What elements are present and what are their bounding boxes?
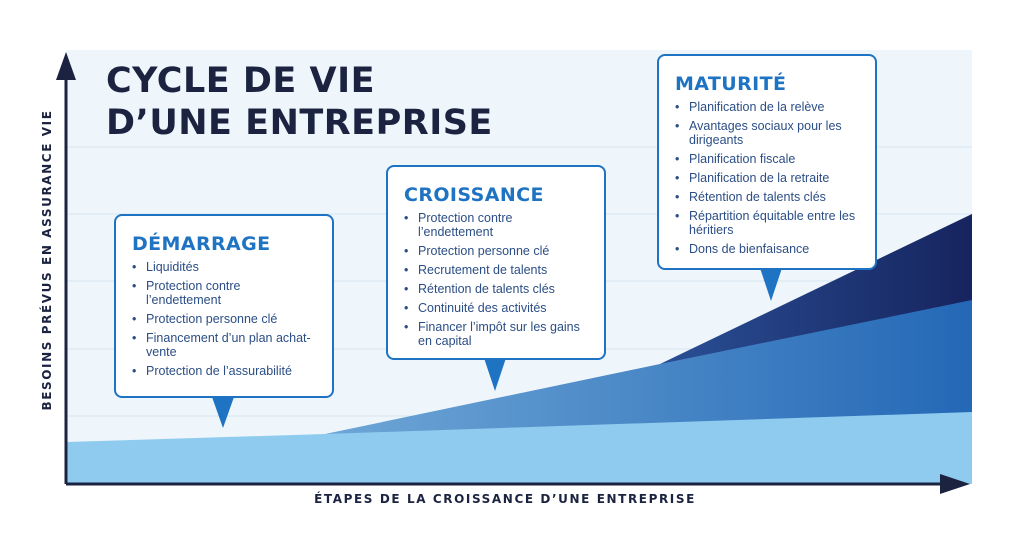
stage-card-demarrage: DÉMARRAGE Liquidités Protection contre l… — [114, 214, 334, 398]
list-item: Financer l’impôt sur les gains en capita… — [404, 320, 590, 348]
title-line-2: D’UNE ENTREPRISE — [106, 103, 493, 143]
callout-pointer-croissance — [484, 358, 506, 391]
stage-card-croissance: CROISSANCE Protection contre l’endetteme… — [386, 165, 606, 360]
list-item: Avantages sociaux pour les dirigeants — [675, 119, 861, 147]
stage-needs-list: Planification de la relève Avantages soc… — [675, 100, 861, 256]
growth-area-light — [66, 412, 972, 484]
list-item: Protection contre l’endettement — [132, 279, 318, 307]
stage-needs-list: Liquidités Protection contre l’endetteme… — [132, 260, 318, 378]
list-item: Protection de l’assurabilité — [132, 364, 318, 378]
y-axis-arrow-icon — [56, 52, 76, 80]
stage-needs-list: Protection contre l’endettement Protecti… — [404, 211, 590, 348]
x-axis-arrow-icon — [940, 474, 970, 494]
list-item: Liquidités — [132, 260, 318, 274]
list-item: Planification de la relève — [675, 100, 861, 114]
stage-card-maturite: MATURITÉ Planification de la relève Avan… — [657, 54, 877, 270]
list-item: Recrutement de talents — [404, 263, 590, 277]
list-item: Financement d’un plan achat-vente — [132, 331, 318, 359]
list-item: Continuité des activités — [404, 301, 590, 315]
list-item: Protection personne clé — [132, 312, 318, 326]
list-item: Protection personne clé — [404, 244, 590, 258]
list-item: Planification de la retraite — [675, 171, 861, 185]
x-axis-label: ÉTAPES DE LA CROISSANCE D’UNE ENTREPRISE — [314, 492, 696, 506]
callout-pointer-maturite — [760, 268, 782, 301]
callout-pointer-demarrage — [212, 397, 234, 428]
list-item: Dons de bienfaisance — [675, 242, 861, 256]
title-line-1: CYCLE DE VIE — [106, 61, 376, 101]
list-item: Répartition équitable entre les héritier… — [675, 209, 861, 237]
stage-title: CROISSANCE — [404, 184, 544, 206]
list-item: Planification fiscale — [675, 152, 861, 166]
stage-title: MATURITÉ — [675, 73, 787, 95]
list-item: Protection contre l’endettement — [404, 211, 590, 239]
list-item: Rétention de talents clés — [404, 282, 590, 296]
y-axis — [56, 52, 76, 484]
x-axis — [66, 474, 970, 494]
diagram-title: CYCLE DE VIE D’UNE ENTREPRISE — [106, 60, 493, 144]
list-item: Rétention de talents clés — [675, 190, 861, 204]
stage-title: DÉMARRAGE — [132, 233, 271, 255]
